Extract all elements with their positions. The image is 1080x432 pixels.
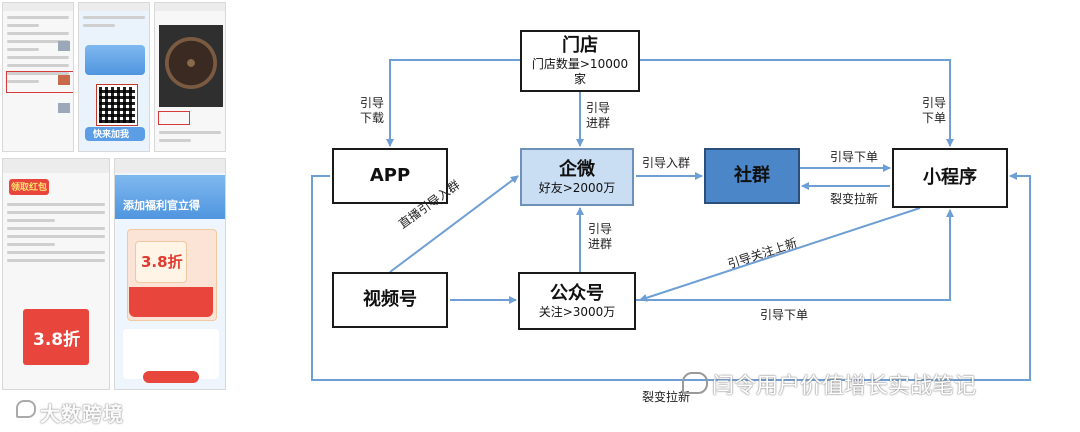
arrow-fission-loop [311, 172, 1031, 381]
node-store-title: 门店 [562, 35, 598, 56]
arrow-store-app [386, 59, 520, 147]
node-app-title: APP [369, 165, 411, 186]
node-gzh-sub: 关注>3000万 [538, 304, 616, 319]
coupon-value: 3.8折 [141, 253, 183, 271]
label-fission: 裂变拉新 [830, 192, 879, 206]
node-qiwei-title: 企微 [559, 158, 595, 180]
watermark-left: 大数跨境 [16, 398, 124, 427]
wechat-brand-icon [682, 372, 708, 394]
node-qiwei: 企微 好友>2000万 [520, 148, 634, 206]
label-join-group-1: 引导 [586, 101, 611, 115]
node-store: 门店 门店数量>10000 家 [520, 30, 640, 92]
node-video: 视频号 [332, 272, 448, 328]
discount-card [23, 309, 89, 365]
qr-code-article-screenshot: 快来加我 [78, 2, 150, 152]
discount-value: 3.8折 [33, 330, 81, 350]
add-welfare-banner: 添加福利官立得 [123, 199, 200, 212]
node-store-sub2: 家 [573, 72, 586, 86]
label-guide-order: 引导下单 [830, 150, 879, 164]
node-shequn-title: 社群 [734, 165, 770, 186]
label-fission-bottom: 裂变拉新 [642, 390, 691, 404]
label-order-1: 引导 [922, 96, 947, 110]
join-me-text: 快来加我 [93, 130, 130, 140]
node-miniprogram-title: 小程序 [923, 167, 977, 188]
node-shequn: 社群 [704, 148, 800, 204]
node-app: APP [332, 148, 448, 204]
arrow-video-qiwei [389, 175, 519, 273]
node-store-sub1: 门店数量>10000 [531, 57, 629, 71]
label-download-1: 引导 [360, 96, 385, 110]
label-gzh-group-1: 引导 [588, 222, 613, 236]
label-order-2: 下单 [922, 111, 947, 125]
arrow-mini-gzh [639, 207, 921, 302]
coupon-page-screenshot: 添加福利官立得 3.8折 [114, 158, 226, 390]
red-packet-badge: 领取红包 [11, 183, 48, 193]
arrow-gzh-mini [636, 209, 954, 301]
node-gzh-title: 公众号 [550, 282, 604, 304]
wechat-logo-icon [16, 400, 36, 418]
label-order-bottom: 引导下单 [760, 308, 809, 322]
arrow-store-mini [640, 59, 954, 147]
flow-diagram: 门店 门店数量>10000 家 APP 企微 好友>2000万 社群 小程序 视… [290, 0, 1080, 432]
node-gzh: 公众号 关注>3000万 [518, 272, 636, 330]
coffee-disc-icon [165, 37, 217, 89]
invite-button[interactable] [143, 371, 199, 383]
watermark-right: 闫令用户价值增长实战笔记 [712, 374, 977, 399]
node-miniprogram: 小程序 [892, 148, 1008, 208]
node-qiwei-sub: 好友>2000万 [538, 180, 616, 195]
label-gzh-group-2: 进群 [588, 237, 613, 251]
screenshot-collage: 快来加我 领取红包 3.8折 添加福利官立得 3.8折 大数跨境 [0, 0, 228, 432]
qr-code-icon [96, 84, 138, 126]
arrow-layer [311, 59, 1031, 381]
chat-list-screenshot [2, 2, 74, 152]
product-page-screenshot [154, 2, 226, 152]
label-enter-group: 引导入群 [642, 156, 691, 170]
label-join-group-2: 进群 [586, 116, 611, 130]
node-video-title: 视频号 [363, 289, 417, 310]
group-chat-screenshot: 领取红包 3.8折 [2, 158, 110, 390]
label-download-2: 下载 [360, 111, 385, 125]
